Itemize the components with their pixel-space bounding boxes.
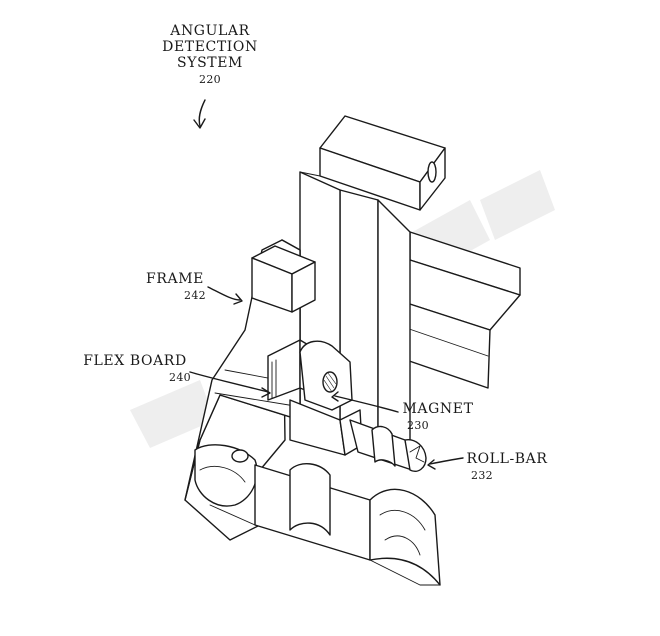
magnet-ref: 230 xyxy=(407,419,429,432)
flex-board-ref: 240 xyxy=(169,371,191,384)
leader-lines xyxy=(189,286,464,470)
frame-body xyxy=(184,115,521,586)
magnet-label: MAGNET xyxy=(402,401,474,417)
magnet-holder xyxy=(289,340,363,456)
frame-label: FRAME xyxy=(146,271,204,287)
flex-board-label: FLEX BOARD xyxy=(83,353,187,369)
system-label-line1: ANGULAR xyxy=(170,23,250,39)
frame-ref: 242 xyxy=(184,289,206,302)
system-label-line2: DETECTION xyxy=(162,39,258,55)
roll-bar-label: ROLL-BAR xyxy=(466,451,548,467)
roll-bar xyxy=(349,419,427,472)
system-ref: 220 xyxy=(199,73,221,86)
system-arrow xyxy=(193,99,206,129)
system-label-line3: SYSTEM xyxy=(177,55,243,71)
roll-bar-ref: 232 xyxy=(471,469,493,482)
